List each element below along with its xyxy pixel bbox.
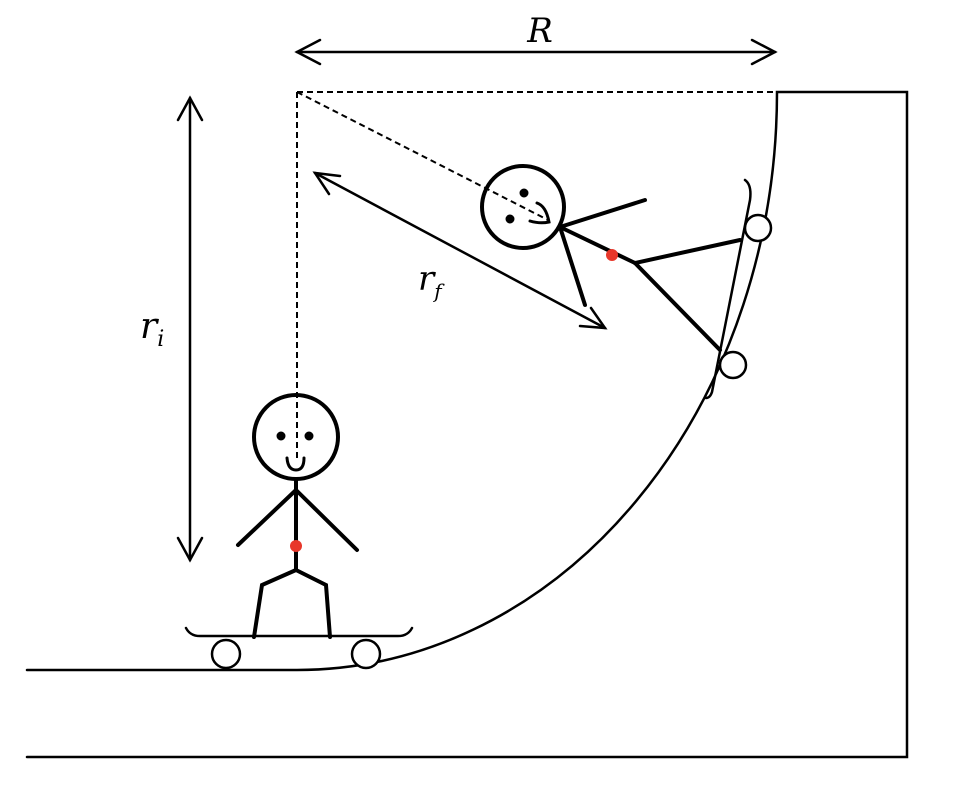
label-r-f: rf	[418, 259, 445, 303]
label-R: R	[526, 11, 553, 51]
smile	[528, 201, 551, 225]
arm	[558, 198, 647, 229]
center-of-mass-final	[606, 249, 618, 261]
skateboard-deck	[704, 178, 752, 400]
ramp-outline	[25, 90, 909, 759]
wheel	[718, 350, 748, 380]
left-arm	[236, 488, 298, 547]
ramp	[25, 90, 909, 759]
R-dimension-arrow	[294, 38, 778, 66]
head	[480, 164, 566, 250]
wheel	[350, 638, 382, 670]
ri-dimension-arrow	[176, 95, 204, 563]
leg	[633, 261, 722, 352]
smile	[285, 456, 306, 472]
rf-dimension-arrow	[312, 171, 608, 330]
right-arm	[294, 488, 359, 552]
skater-final	[480, 164, 773, 400]
left-leg	[252, 568, 298, 639]
skateboard-deck	[184, 626, 414, 638]
right-leg	[294, 568, 332, 639]
leg	[633, 238, 742, 265]
dashed-diagonal-line	[296, 91, 549, 221]
body	[558, 225, 637, 265]
wheel	[743, 213, 773, 243]
dashed-guides	[296, 91, 777, 460]
center-of-mass-initial	[290, 540, 302, 552]
label-r-i: ri	[140, 306, 164, 352]
wheel	[210, 638, 242, 670]
skater-initial	[184, 393, 414, 670]
arm	[558, 225, 587, 307]
